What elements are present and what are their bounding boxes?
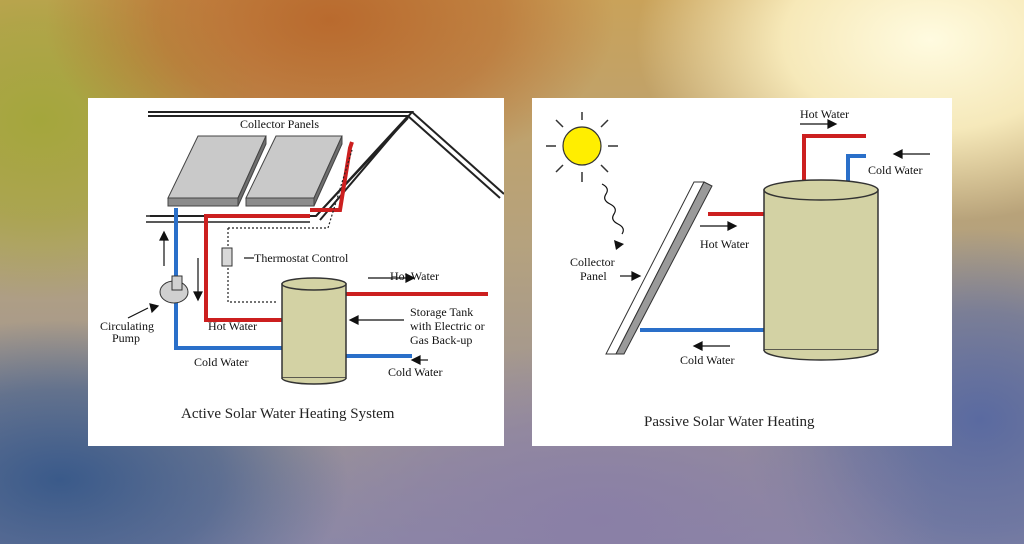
- storage-tank: [763, 179, 879, 361]
- active-system-panel: Collector Panels Thermostat Control Hot …: [88, 98, 504, 446]
- sun-ray-arrowhead: [614, 240, 624, 250]
- label-hot-water-top: Hot Water: [800, 107, 849, 121]
- flow-arrows: [127, 230, 428, 365]
- label-circulating: Circulating: [100, 319, 154, 333]
- caption-active: Active Solar Water Heating System: [181, 406, 395, 422]
- label-collector: Collector: [570, 255, 615, 269]
- hot-water-pipe: [708, 134, 866, 216]
- circulating-pump: [159, 275, 189, 304]
- sun-icon: [546, 112, 618, 182]
- cold-water-pipe: [174, 208, 412, 358]
- label-collector-panels: Collector Panels: [240, 117, 319, 131]
- label-panel: Panel: [580, 269, 607, 283]
- collector-panel: [605, 181, 713, 355]
- hot-water-pipe: [204, 141, 488, 322]
- label-cold-water-right: Cold Water: [388, 365, 442, 379]
- label-storage-tank-2: with Electric or: [410, 319, 485, 333]
- collector-panel-1: [167, 135, 267, 207]
- label-cold-water-top: Cold Water: [868, 163, 922, 177]
- label-cold-water-left: Cold Water: [194, 355, 248, 369]
- active-system-diagram: Collector Panels Thermostat Control Hot …: [100, 111, 504, 422]
- label-storage-tank-1: Storage Tank: [410, 305, 473, 319]
- label-cold-water-bottom: Cold Water: [680, 353, 734, 367]
- label-hot-water-mid: Hot Water: [700, 237, 749, 251]
- sun-ray: [601, 183, 624, 235]
- storage-tank: [281, 277, 347, 385]
- collector-panel-2: [245, 135, 343, 207]
- caption-passive: Passive Solar Water Heating: [644, 414, 815, 430]
- passive-system-diagram: Hot Water Cold Water Hot Water Collector…: [546, 107, 930, 430]
- flow-arrows: [620, 119, 930, 351]
- label-hot-water-in: Hot Water: [208, 319, 257, 333]
- label-hot-water-out: Hot Water: [390, 269, 439, 283]
- label-thermostat-control: Thermostat Control: [254, 251, 349, 265]
- label-storage-tank-3: Gas Back-up: [410, 333, 472, 347]
- passive-system-panel: Hot Water Cold Water Hot Water Collector…: [532, 98, 952, 446]
- thermostat-box: [221, 247, 233, 267]
- label-pump: Pump: [112, 331, 140, 345]
